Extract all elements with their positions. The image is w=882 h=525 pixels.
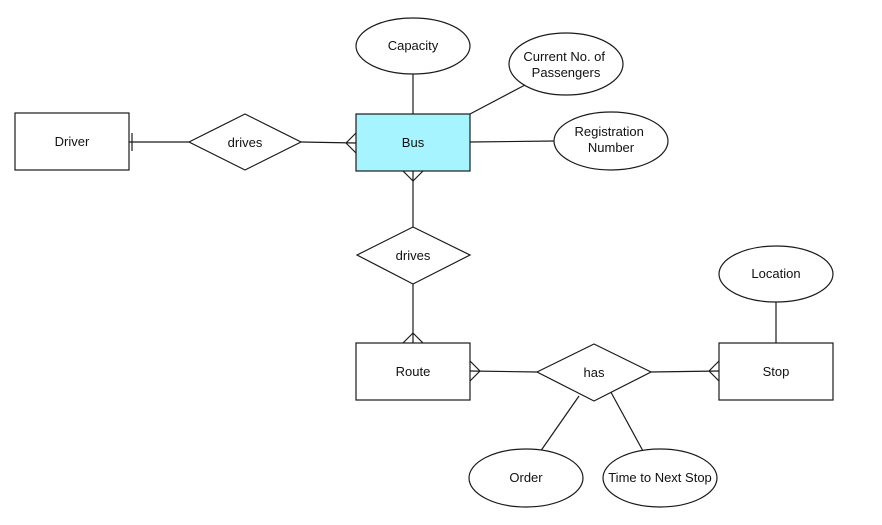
relationship-route-stop[interactable]: has bbox=[535, 343, 653, 402]
relationship-route-stop-label: has bbox=[584, 365, 605, 380]
line-drives-bus bbox=[300, 141, 357, 144]
entity-stop-label: Stop bbox=[763, 364, 790, 379]
line-time-has bbox=[606, 384, 644, 452]
entity-bus-label: Bus bbox=[402, 135, 425, 150]
many-marker-stop-left bbox=[708, 360, 720, 382]
many-marker-route-right bbox=[469, 360, 481, 382]
relationship-driver-bus[interactable]: drives bbox=[187, 113, 303, 171]
many-marker-bus-bottom bbox=[402, 170, 424, 182]
line-passengers-bus bbox=[469, 84, 526, 115]
attribute-current-passengers[interactable]: Current No. of Passengers bbox=[508, 32, 624, 96]
line-route-has bbox=[469, 370, 538, 373]
many-marker-bus-left bbox=[345, 132, 357, 154]
attribute-time-to-next-stop-label: Time to Next Stop bbox=[608, 470, 712, 485]
attribute-order[interactable]: Order bbox=[468, 448, 584, 508]
cardinality-markers bbox=[131, 132, 720, 382]
relationship-driver-bus-label: drives bbox=[228, 135, 263, 150]
attribute-capacity[interactable]: Capacity bbox=[355, 17, 471, 75]
attribute-registration-number[interactable]: Registration Number bbox=[553, 111, 669, 171]
attribute-order-label: Order bbox=[509, 470, 543, 485]
attribute-capacity-label: Capacity bbox=[388, 38, 439, 53]
line-has-stop bbox=[650, 370, 720, 373]
many-marker-route-top bbox=[402, 332, 424, 344]
attribute-registration-number-label: Registration Number bbox=[575, 124, 648, 155]
line-registration-bus bbox=[469, 140, 556, 143]
entity-bus[interactable]: Bus bbox=[355, 113, 471, 172]
line-order-has bbox=[539, 395, 580, 453]
entity-stop[interactable]: Stop bbox=[718, 342, 834, 401]
attribute-location[interactable]: Location bbox=[718, 245, 834, 303]
attribute-location-label: Location bbox=[751, 266, 800, 281]
attribute-current-passengers-label: Current No. of Passengers bbox=[523, 49, 608, 80]
entity-driver[interactable]: Driver bbox=[14, 112, 130, 171]
relationship-bus-route-label: drives bbox=[396, 248, 431, 263]
relationship-bus-route[interactable]: drives bbox=[355, 226, 472, 285]
entity-route-label: Route bbox=[396, 364, 431, 379]
attribute-time-to-next-stop[interactable]: Time to Next Stop bbox=[602, 448, 718, 508]
entity-driver-label: Driver bbox=[55, 134, 90, 149]
entity-route[interactable]: Route bbox=[355, 342, 471, 401]
